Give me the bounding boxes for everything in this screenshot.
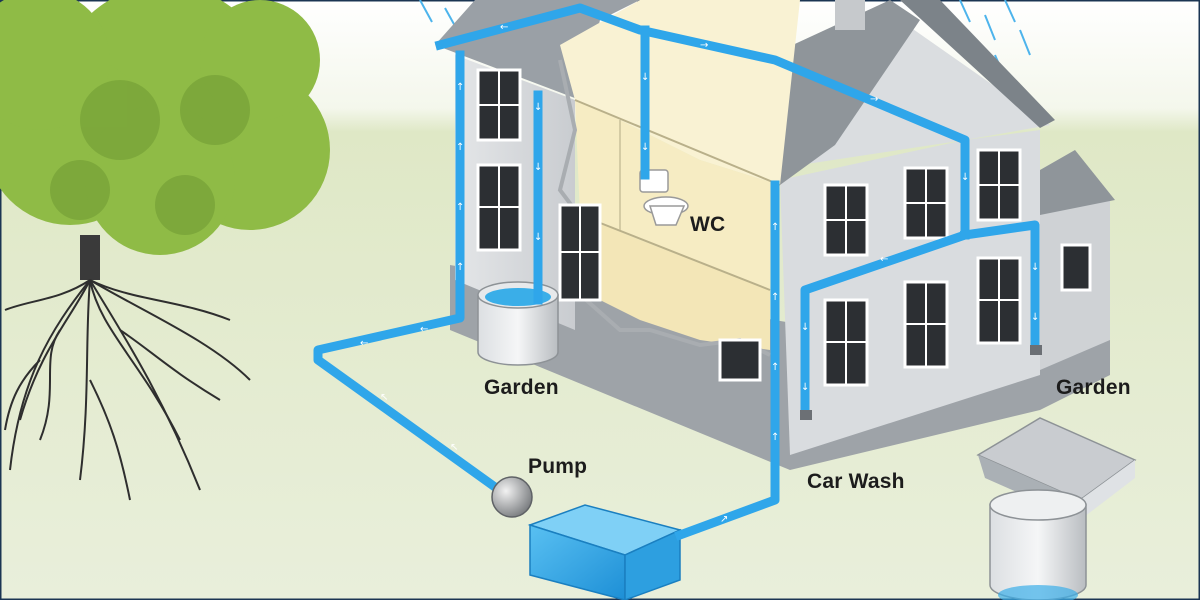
pipe-network bbox=[313, 3, 1040, 541]
svg-text:↖: ↖ bbox=[450, 442, 458, 453]
flow-arrows: ↑ ↑ ↑ ↑ ↓ ↓ ↓ ↓ ↓ ↑ ↑ ↑ ↑ ↓ ↓ ↓ ↓ ↓ ← ← … bbox=[360, 22, 1039, 525]
svg-text:↓: ↓ bbox=[641, 142, 649, 153]
pump-icon bbox=[491, 476, 533, 518]
tree-trunk bbox=[80, 235, 100, 280]
label-wc: WC bbox=[690, 213, 726, 236]
svg-text:↑: ↑ bbox=[771, 222, 779, 233]
garden-taps bbox=[800, 345, 1042, 420]
svg-text:←: ← bbox=[360, 338, 368, 349]
svg-text:↓: ↓ bbox=[534, 232, 542, 243]
house-illustration bbox=[435, 0, 1115, 470]
svg-text:↓: ↓ bbox=[641, 72, 649, 83]
house-foundation bbox=[450, 265, 1110, 470]
interior-lower bbox=[580, 215, 770, 350]
roof-left bbox=[435, 0, 640, 100]
svg-text:↓: ↓ bbox=[1031, 312, 1039, 323]
svg-text:↑: ↑ bbox=[456, 262, 464, 273]
toilet-icon bbox=[639, 169, 689, 226]
svg-text:↑: ↑ bbox=[456, 202, 464, 213]
svg-text:↖: ↖ bbox=[380, 392, 388, 403]
storage-tank bbox=[527, 504, 683, 600]
svg-text:↑: ↑ bbox=[771, 362, 779, 373]
svg-text:→: → bbox=[700, 40, 708, 51]
svg-text:↓: ↓ bbox=[534, 162, 542, 173]
label-garden-left: Garden bbox=[484, 376, 559, 399]
svg-text:↓: ↓ bbox=[801, 322, 809, 333]
tree-illustration bbox=[0, 0, 330, 501]
svg-text:↓: ↓ bbox=[534, 102, 542, 113]
rain-barrel bbox=[477, 281, 559, 366]
tree-roots bbox=[4, 279, 251, 501]
svg-text:↑: ↑ bbox=[771, 292, 779, 303]
svg-text:↗: ↗ bbox=[720, 514, 728, 525]
svg-text:↓: ↓ bbox=[1031, 262, 1039, 273]
svg-text:↑: ↑ bbox=[456, 142, 464, 153]
interior-middle bbox=[575, 100, 780, 290]
interior-upper bbox=[560, 0, 800, 185]
svg-text:↓: ↓ bbox=[801, 382, 809, 393]
svg-text:←: ← bbox=[420, 324, 428, 335]
label-garden-right: Garden bbox=[1056, 376, 1131, 399]
svg-text:←: ← bbox=[500, 22, 508, 33]
svg-text:←: ← bbox=[880, 254, 888, 265]
svg-text:↑: ↑ bbox=[456, 82, 464, 93]
svg-text:↓: ↓ bbox=[961, 172, 969, 183]
svg-text:→: → bbox=[870, 94, 878, 105]
well-illustration bbox=[976, 417, 1137, 600]
label-car-wash: Car Wash bbox=[807, 470, 905, 493]
svg-text:↑: ↑ bbox=[771, 432, 779, 443]
label-pump: Pump bbox=[528, 455, 588, 478]
